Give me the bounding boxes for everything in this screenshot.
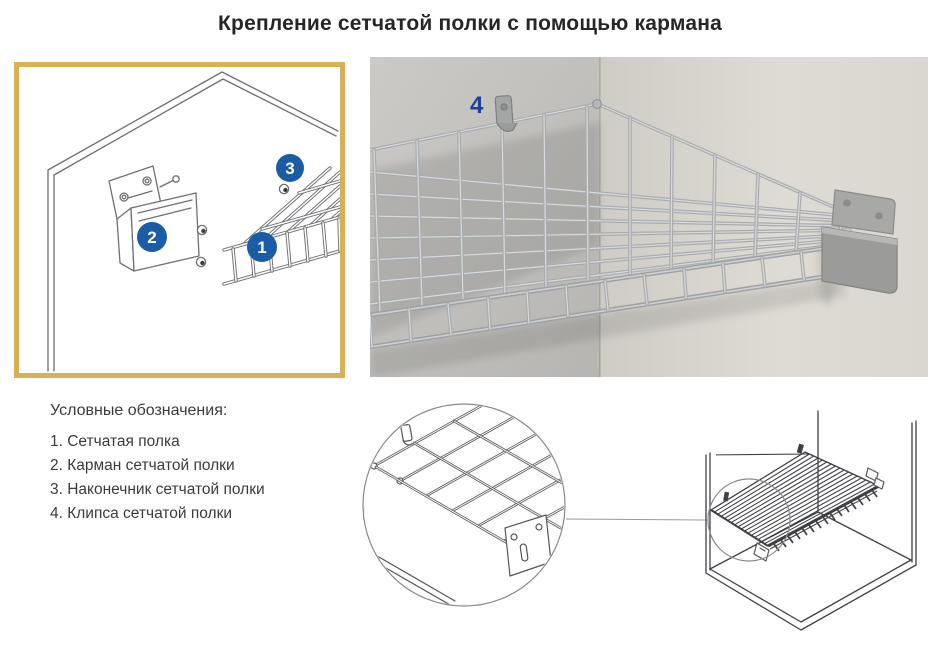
legend-item-2: 2. Карман сетчатой полки: [50, 457, 235, 474]
legend-item-4: 4. Клипса сетчатой полки: [50, 505, 233, 522]
exploded-view-frame: 2 3 1: [14, 62, 345, 378]
badge-2: 2: [137, 222, 167, 252]
svg-text:1: 1: [257, 238, 266, 257]
badge-1: 1: [247, 232, 277, 262]
pocket-bracket: [108, 165, 200, 272]
detail-circle: [362, 403, 566, 607]
legend-item-1: 1. Сетчатая полка: [50, 433, 180, 450]
pocket-render: [821, 189, 898, 294]
legend-heading: Условные обозначения:: [50, 402, 228, 419]
mesh-shelf-render: [370, 99, 854, 350]
clip-label: 4: [470, 92, 484, 119]
detail-drawing: [362, 403, 917, 631]
push-caps: [195, 183, 290, 268]
exploded-view-drawing: 2 3 1: [47, 71, 340, 372]
leader-line: [565, 518, 708, 521]
legend: Условные обозначения: 1. Сетчатая полка …: [50, 402, 265, 526]
shelf-render-image: 4: [370, 57, 928, 377]
shelf-render: 4: [370, 57, 928, 377]
detail-clip: [400, 423, 413, 446]
badge-3: 3: [276, 154, 304, 182]
cabinet-highlight-circle: [707, 478, 791, 562]
svg-text:2: 2: [147, 228, 156, 247]
wall-panel: [47, 71, 339, 372]
cabinet-drawing: [705, 410, 917, 631]
clip-render: [494, 95, 518, 133]
detail-and-cabinet: [345, 390, 935, 645]
svg-text:3: 3: [285, 159, 294, 178]
legend-item-3: 3. Наконечник сетчатой полки: [50, 481, 265, 498]
detail-contents: [364, 405, 564, 605]
cabinet-shelf: [710, 443, 885, 562]
page-title: Крепление сетчатой полки с помощью карма…: [218, 12, 722, 35]
